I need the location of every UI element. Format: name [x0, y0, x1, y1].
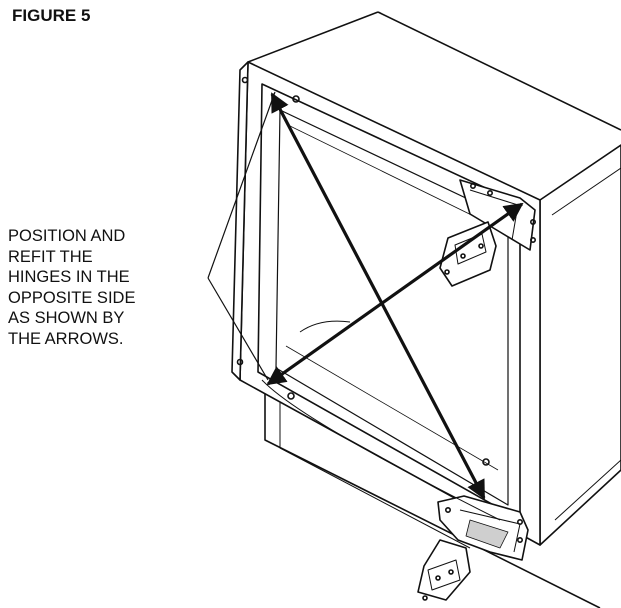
screw-hole [236, 358, 244, 366]
cabinet-top [247, 11, 379, 63]
callout-leaders [207, 91, 276, 381]
instruction-line: POSITION AND [8, 227, 126, 245]
instruction-line: HINGES IN THE [8, 268, 130, 286]
instruction-line: THE ARROWS. [8, 329, 124, 348]
instruction-line: REFIT THE [8, 247, 93, 266]
instruction-line: AS SHOWN BY [8, 309, 125, 327]
instruction-line: OPPOSITE SIDE [8, 288, 136, 307]
instruction-callout: POSITION AND REFIT THE HINGES IN THE OPP… [8, 226, 208, 349]
bottom-hinge [417, 495, 529, 601]
door-frame-outer [239, 61, 541, 546]
arrow-bottom-left-to-top-right [266, 202, 524, 386]
screw-hole [241, 76, 249, 84]
relocation-arrows [266, 92, 524, 500]
figure-title: FIGURE 5 [12, 6, 91, 25]
cabinet-right-side [539, 144, 621, 546]
